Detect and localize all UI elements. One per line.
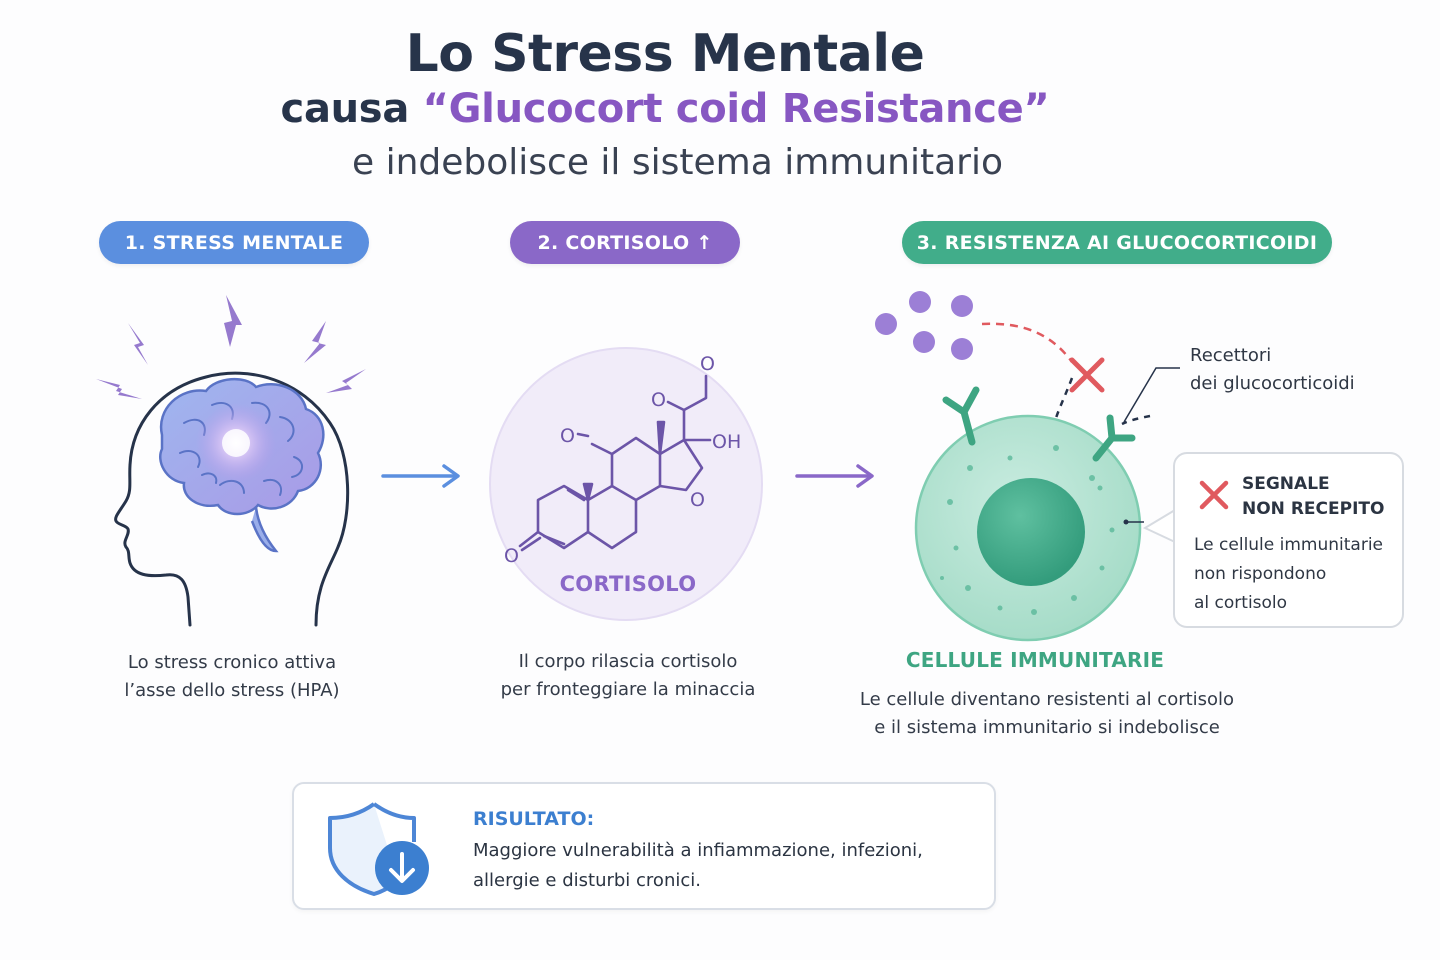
result-text-line: Maggiore vulnerabilità a infiammazione, … — [473, 840, 923, 861]
signal-title-line: NON RECEPITO — [1242, 499, 1385, 519]
page-subtitle: causa “Glucocort coid Resistance” — [0, 86, 1330, 132]
step-1-caption: Lo stress cronico attiva l’asse dello st… — [82, 649, 382, 705]
result-text: Maggiore vulnerabilità a infiammazione, … — [473, 836, 923, 896]
caption-line: per fronteggiare la minaccia — [500, 679, 756, 700]
page-title: Lo Stress Mentale — [405, 24, 925, 84]
caption-line: e il sistema immunitario si indebolisce — [874, 717, 1220, 738]
head-outline — [114, 371, 350, 627]
atom-o-bottom: O — [504, 545, 519, 567]
caption-line: l’asse dello stress (HPA) — [124, 680, 340, 701]
result-text-line: allergie e disturbi cronici. — [473, 870, 701, 891]
signal-text-line: Le cellule immunitarie — [1194, 535, 1384, 555]
receptor-right — [1092, 414, 1136, 462]
subtitle-prefix: causa — [280, 86, 423, 132]
cross-icon — [1199, 480, 1229, 510]
step-2-badge: 2. CORTISOLO ↑ — [510, 221, 740, 264]
step-1-badge: 1. STRESS MENTALE — [99, 221, 369, 264]
atom-o-left: O — [560, 425, 575, 447]
atom-o-upper: O — [651, 389, 666, 411]
receptor-label-line: dei glucocorticoidi — [1190, 373, 1355, 394]
immune-cell-illustration — [875, 291, 1180, 642]
molecule-circle — [489, 347, 763, 621]
caption-line: Il corpo rilascia cortisolo — [518, 651, 738, 672]
shield-icon — [328, 802, 429, 896]
result-title: RISULTATO: — [473, 808, 595, 830]
result-box: RISULTATO: Maggiore vulnerabilità a infi… — [292, 782, 996, 910]
molecule-name: CORTISOLO — [559, 572, 697, 596]
signal-text: Le cellule immunitarie non rispondono al… — [1194, 531, 1383, 618]
receptor-label-line: Recettori — [1190, 345, 1272, 366]
atom-o-top: O — [700, 353, 715, 375]
receptor-label: Recettori dei glucocorticoidi — [1190, 342, 1355, 398]
lightning-icon — [96, 295, 366, 399]
signal-text-line: al cortisolo — [1194, 593, 1288, 613]
step-3-caption: Le cellule diventano resistenti al corti… — [840, 686, 1254, 742]
caption-line: Lo stress cronico attiva — [127, 652, 337, 673]
receptor-left — [942, 386, 980, 446]
signal-title: SEGNALE NON RECEPITO — [1242, 472, 1384, 522]
cells-label: CELLULE IMMUNITARIE — [905, 648, 1165, 672]
head-illustration — [96, 295, 366, 627]
signal-text-line: non rispondono — [1194, 564, 1327, 584]
cross-icon — [1069, 357, 1105, 393]
arrow-right-icon — [795, 464, 874, 488]
arrow-right-icon — [381, 464, 460, 488]
subtitle-accent: “Glucocort coid Resistance” — [422, 86, 1050, 132]
download-arrow-icon — [375, 841, 429, 895]
signal-callout: SEGNALE NON RECEPITO Le cellule immunita… — [1173, 452, 1404, 628]
brain-icon — [159, 378, 325, 553]
cortisol-particles — [875, 291, 973, 360]
atom-oh: OH — [712, 431, 741, 453]
step-2-caption: Il corpo rilascia cortisolo per frontegg… — [470, 648, 786, 704]
signal-title-line: SEGNALE — [1242, 474, 1330, 494]
page-tagline: e indebolisce il sistema immunitario — [351, 142, 1003, 183]
caption-line: Le cellule diventano resistenti al corti… — [859, 689, 1235, 710]
cortisol-molecule: O O OH O O O — [489, 347, 763, 621]
atom-o-ring: O — [690, 489, 705, 511]
step-3-badge: 3. RESISTENZA AI GLUCOCORTICOIDI — [902, 221, 1332, 264]
cell-nucleus — [977, 478, 1085, 586]
